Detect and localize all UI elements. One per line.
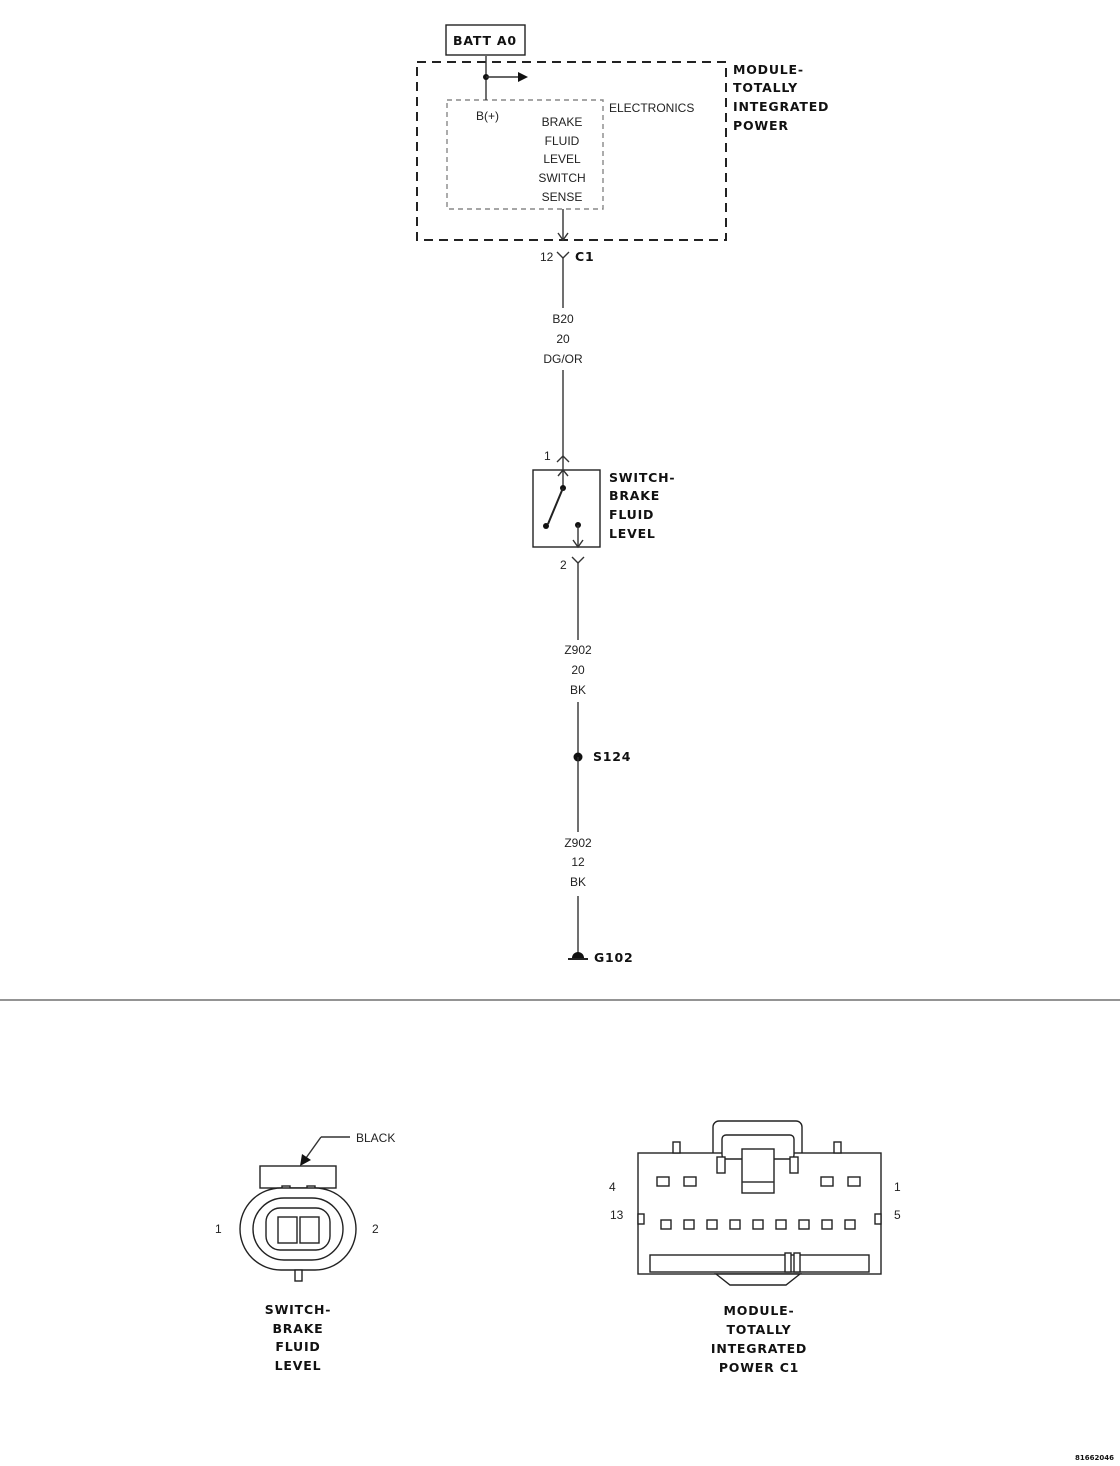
switch-blade (547, 487, 564, 525)
module-cavity-bottom-4 (729, 1219, 741, 1230)
switch-connector-caption-4: LEVEL (275, 1358, 322, 1373)
switch-pin2-connector-icon (571, 556, 585, 564)
switch-connector-caption-1: SWITCH- (265, 1302, 331, 1317)
module-connector-post-right (833, 1141, 842, 1154)
module-connector-latch-tongue (741, 1148, 775, 1194)
switch-name-line-3: FLUID (609, 507, 654, 522)
module-connector-latch-tab-right (789, 1156, 799, 1174)
module-cavity-top-4 (847, 1176, 861, 1187)
sense-line-3: LEVEL (543, 152, 581, 166)
batt-feed-arrow-icon (518, 72, 528, 82)
switch-pin-2: 2 (560, 558, 567, 572)
module-connector-side-key-right (874, 1213, 882, 1225)
switch-bottom-arrow-icon (572, 539, 584, 549)
wire-z902-20-circuit: Z902 (564, 643, 592, 657)
ground-g102-label: G102 (594, 950, 634, 965)
wire-b20-circuit: B20 (552, 312, 574, 326)
electronics-label: ELECTRONICS (609, 101, 694, 115)
batt-a0-label: BATT A0 (453, 33, 517, 48)
switch-connector-terminal-2 (299, 1216, 320, 1244)
ground-g102-icon (572, 952, 584, 958)
module-connector-pin-4: 4 (609, 1180, 616, 1194)
module-connector-bottom-rib-2 (793, 1252, 801, 1273)
wire-b20-gauge: 20 (556, 332, 570, 346)
switch-connector-top-housing (259, 1165, 337, 1189)
bplus-label: B(+) (476, 109, 499, 123)
module-connector-bottom-channel (649, 1254, 870, 1273)
module-tipm-boundary (416, 61, 727, 241)
c1-connector-name: C1 (575, 249, 594, 264)
figure-id: 81662046 (1075, 1454, 1114, 1462)
module-cavity-top-3 (820, 1176, 834, 1187)
module-connector-post-left (672, 1141, 681, 1154)
sense-line-1: BRAKE (542, 115, 583, 129)
module-connector-caption-1: MODULE- (724, 1303, 795, 1318)
module-connector-side-key-left (637, 1213, 645, 1225)
switch-connector-caption-2: BRAKE (272, 1321, 323, 1336)
module-cavity-top-1 (656, 1176, 670, 1187)
c1-pin-number: 12 (540, 250, 554, 264)
electronics-boundary (446, 99, 604, 210)
sense-line-4: SWITCH (538, 171, 585, 185)
switch-connector-face-view: BLACK 1 2 SWITCH- BRAKE FLUID LEVEL (215, 1131, 395, 1373)
module-connector-pin-1: 1 (894, 1180, 901, 1194)
sense-line-2: FLUID (545, 134, 580, 148)
module-name-line-2: TOTALLY (733, 80, 798, 95)
color-leader-arrow-icon (300, 1154, 311, 1166)
switch-connector-pin-2: 2 (372, 1222, 379, 1236)
module-connector-pin-13: 13 (610, 1208, 624, 1222)
module-name-line-1: MODULE- (733, 62, 804, 77)
c1-connector-icon (556, 251, 570, 259)
switch-connector-key (294, 1269, 303, 1282)
module-cavity-bottom-6 (775, 1219, 787, 1230)
switch-name-line-2: BRAKE (609, 488, 660, 503)
module-cavity-bottom-1 (660, 1219, 672, 1230)
wire-z902-12-circuit: Z902 (564, 836, 592, 850)
module-cavity-top-2 (683, 1176, 697, 1187)
wire-z902-12-gauge: 12 (571, 855, 585, 869)
module-c1-connector-face-view: 4 1 13 5 MODULE- TOTALLY INTEGRATED POWE… (609, 1120, 901, 1375)
wire-z902-12-color: BK (570, 875, 586, 889)
color-leader-diagonal (305, 1136, 322, 1159)
module-connector-bottom-lip (713, 1273, 803, 1286)
module-name-line-3: INTEGRATED (733, 99, 829, 114)
brake-fluid-level-switch (532, 469, 601, 548)
switch-top-arrow-icon (557, 468, 569, 477)
switch-name-line-4: LEVEL (609, 526, 656, 541)
module-cavity-bottom-8 (821, 1219, 833, 1230)
module-connector-pin-5: 5 (894, 1208, 901, 1222)
wire-b20-color: DG/OR (543, 352, 583, 366)
switch-contact-pivot (543, 523, 549, 529)
sense-internal-arrow-icon (557, 232, 569, 242)
module-name-line-4: POWER (733, 118, 789, 133)
switch-connector-cavity (265, 1207, 331, 1251)
module-cavity-bottom-9 (844, 1219, 856, 1230)
batt-a0-box (445, 24, 526, 56)
module-connector-caption-4: POWER C1 (719, 1360, 799, 1375)
switch-name-line-1: SWITCH- (609, 470, 675, 485)
module-cavity-bottom-2 (683, 1219, 695, 1230)
module-cavity-bottom-3 (706, 1219, 718, 1230)
wire-z902-20-gauge: 20 (571, 663, 585, 677)
switch-pin-1: 1 (544, 449, 551, 463)
switch-pin1-connector-icon (556, 455, 570, 463)
module-connector-bottom-rib-1 (784, 1252, 792, 1273)
module-connector-latch-tab-left (716, 1156, 726, 1174)
module-connector-caption-3: INTEGRATED (711, 1341, 807, 1356)
switch-connector-caption-3: FLUID (275, 1339, 320, 1354)
switch-connector-color-label: BLACK (356, 1131, 395, 1145)
module-connector-caption-2: TOTALLY (726, 1322, 791, 1337)
switch-connector-pin-1: 1 (215, 1222, 222, 1236)
switch-connector-terminal-1 (277, 1216, 298, 1244)
wire-z902-20-color: BK (570, 683, 586, 697)
module-cavity-bottom-5 (752, 1219, 764, 1230)
splice-s124-label: S124 (593, 749, 631, 764)
module-cavity-bottom-7 (798, 1219, 810, 1230)
sense-line-5: SENSE (542, 190, 583, 204)
